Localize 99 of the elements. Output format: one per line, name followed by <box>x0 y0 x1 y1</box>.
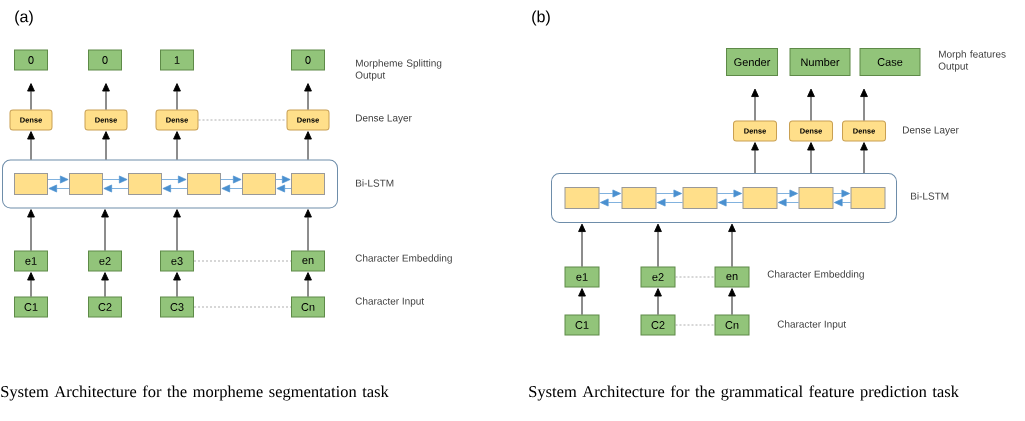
lstm-cell <box>187 173 221 195</box>
lstm-cell <box>242 173 276 195</box>
arrow <box>751 88 759 121</box>
lstm-cell <box>742 187 778 209</box>
arrow <box>656 189 682 198</box>
layer-label: Character Input <box>355 297 425 307</box>
output-box: 1 <box>160 49 194 71</box>
arrow <box>833 189 850 198</box>
panel-label: (a) <box>15 10 33 26</box>
arrow <box>173 83 181 110</box>
embedding-box: e2 <box>640 266 676 288</box>
dotted-line <box>193 260 292 262</box>
arrow <box>173 131 181 160</box>
arrow <box>162 184 188 193</box>
dotted-line <box>193 306 292 308</box>
arrow <box>101 272 109 297</box>
embedding-box: e3 <box>160 250 194 272</box>
arrow <box>807 142 815 174</box>
arrow <box>778 198 799 207</box>
layer-label: Bi-LSTM <box>356 179 394 187</box>
output-box: Gender <box>726 48 778 76</box>
arrow <box>834 198 851 207</box>
arrow <box>717 189 742 198</box>
arrow <box>47 175 69 184</box>
arrow <box>101 209 109 251</box>
layer-label: Character Embedding <box>355 254 452 264</box>
bi-lstm-box <box>2 159 338 209</box>
embedding-box: en <box>714 266 750 288</box>
arrow <box>777 189 798 198</box>
input-box: Cn <box>714 314 750 336</box>
embedding-box: e1 <box>14 250 48 272</box>
output-box: Number <box>789 48 851 76</box>
embedding-box: e2 <box>88 250 122 272</box>
arrow <box>173 272 181 297</box>
arrow <box>304 209 312 251</box>
layer-label: Bi-LSTM <box>911 192 949 200</box>
layer-label: Dense Layer <box>903 126 959 136</box>
lstm-cell <box>682 187 718 209</box>
arrow <box>27 83 35 110</box>
input-box: C1 <box>564 314 600 336</box>
arrow <box>654 223 662 267</box>
lstm-cell <box>128 173 162 195</box>
lstm-cell <box>564 187 600 209</box>
arrow <box>751 142 759 174</box>
caption: System Architecture for the morpheme segmentation task <box>1 385 389 401</box>
output-box: Case <box>859 48 921 76</box>
arrow <box>102 83 110 110</box>
caption: System Architecture for the grammatical feature prediction task <box>529 385 959 401</box>
arrow <box>304 131 312 160</box>
arrow <box>599 189 621 198</box>
input-box: C2 <box>640 314 676 336</box>
layer-label: Dense Layer <box>356 114 412 124</box>
lstm-cell <box>14 173 48 195</box>
arrow <box>807 88 815 121</box>
arrow <box>578 288 586 315</box>
output-box: 0 <box>88 49 122 71</box>
output-box: 0 <box>291 49 325 71</box>
lstm-cell <box>850 187 886 209</box>
embedding-box: en <box>291 250 325 272</box>
panel-label: (b) <box>532 10 550 26</box>
arrow <box>27 272 35 297</box>
arrow <box>657 198 683 207</box>
arrow <box>728 223 736 267</box>
arrow <box>220 175 242 184</box>
arrow <box>600 198 622 207</box>
arrow <box>27 131 35 160</box>
arrow <box>654 288 662 315</box>
arrow <box>275 175 291 184</box>
arrow <box>728 288 736 315</box>
arrow <box>578 223 586 267</box>
layer-label: Character Input <box>777 320 847 330</box>
arrow <box>173 209 181 251</box>
bi-lstm-box <box>551 173 897 223</box>
arrow <box>102 131 110 160</box>
lstm-cell <box>291 173 325 195</box>
layer-label: Morpheme Splitting Output <box>355 59 442 81</box>
arrow <box>27 209 35 251</box>
arrow <box>103 184 129 193</box>
arrow <box>304 272 312 297</box>
layer-label: Morph features Output <box>938 50 1006 72</box>
lstm-cell <box>798 187 834 209</box>
input-box: C2 <box>88 296 122 318</box>
arrow <box>718 198 743 207</box>
arrow <box>304 83 312 110</box>
arrow <box>221 184 243 193</box>
lstm-cell <box>69 173 103 195</box>
arrow <box>860 142 868 174</box>
arrow <box>161 175 187 184</box>
arrow <box>860 88 868 121</box>
lstm-cell <box>621 187 657 209</box>
embedding-box: e1 <box>564 266 600 288</box>
layer-label: Character Embedding <box>767 270 864 280</box>
input-box: Cn <box>291 296 325 318</box>
output-box: 0 <box>14 49 48 71</box>
arrow <box>276 184 292 193</box>
input-box: C3 <box>160 296 194 318</box>
arrow <box>102 175 128 184</box>
arrow <box>48 184 70 193</box>
input-box: C1 <box>14 296 48 318</box>
